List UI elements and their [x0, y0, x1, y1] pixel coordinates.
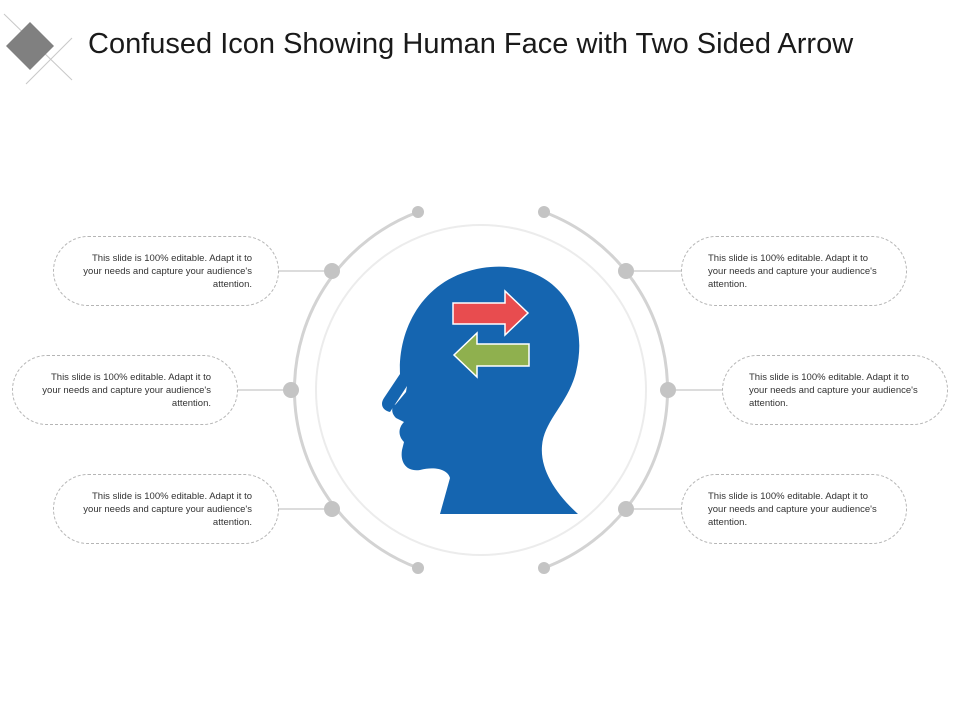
connector-dot-left-1 [324, 263, 340, 279]
connector-dot-right-1 [618, 263, 634, 279]
arrow-left-icon [452, 331, 530, 379]
connector-dot-left-2 [283, 382, 299, 398]
callout-left-2: This slide is 100% editable. Adapt it to… [12, 355, 238, 425]
connector-dot-right-2 [660, 382, 676, 398]
callout-left-1: This slide is 100% editable. Adapt it to… [53, 236, 279, 306]
callout-text: This slide is 100% editable. Adapt it to… [708, 490, 877, 528]
callout-text: This slide is 100% editable. Adapt it to… [83, 490, 252, 528]
ring-dots [283, 206, 676, 574]
human-head-icon [382, 266, 580, 514]
ring-dot-top-left [412, 206, 424, 218]
callout-text: This slide is 100% editable. Adapt it to… [708, 252, 877, 290]
ring-dot-top-right [538, 206, 550, 218]
callout-text: This slide is 100% editable. Adapt it to… [42, 371, 211, 409]
callout-right-1: This slide is 100% editable. Adapt it to… [681, 236, 907, 306]
ring-dot-bottom-left [412, 562, 424, 574]
connector-lines [238, 270, 722, 510]
callout-text: This slide is 100% editable. Adapt it to… [749, 371, 918, 409]
callout-right-2: This slide is 100% editable. Adapt it to… [722, 355, 948, 425]
connector-dot-right-3 [618, 501, 634, 517]
inner-ring [315, 224, 647, 556]
callout-right-3: This slide is 100% editable. Adapt it to… [681, 474, 907, 544]
ring-dot-bottom-right [538, 562, 550, 574]
callout-left-3: This slide is 100% editable. Adapt it to… [53, 474, 279, 544]
callout-text: This slide is 100% editable. Adapt it to… [83, 252, 252, 290]
arrow-right-icon [452, 289, 530, 337]
diamond-logo-icon [3, 13, 73, 85]
connector-dot-left-3 [324, 501, 340, 517]
slide-title: Confused Icon Showing Human Face with Tw… [88, 28, 854, 60]
